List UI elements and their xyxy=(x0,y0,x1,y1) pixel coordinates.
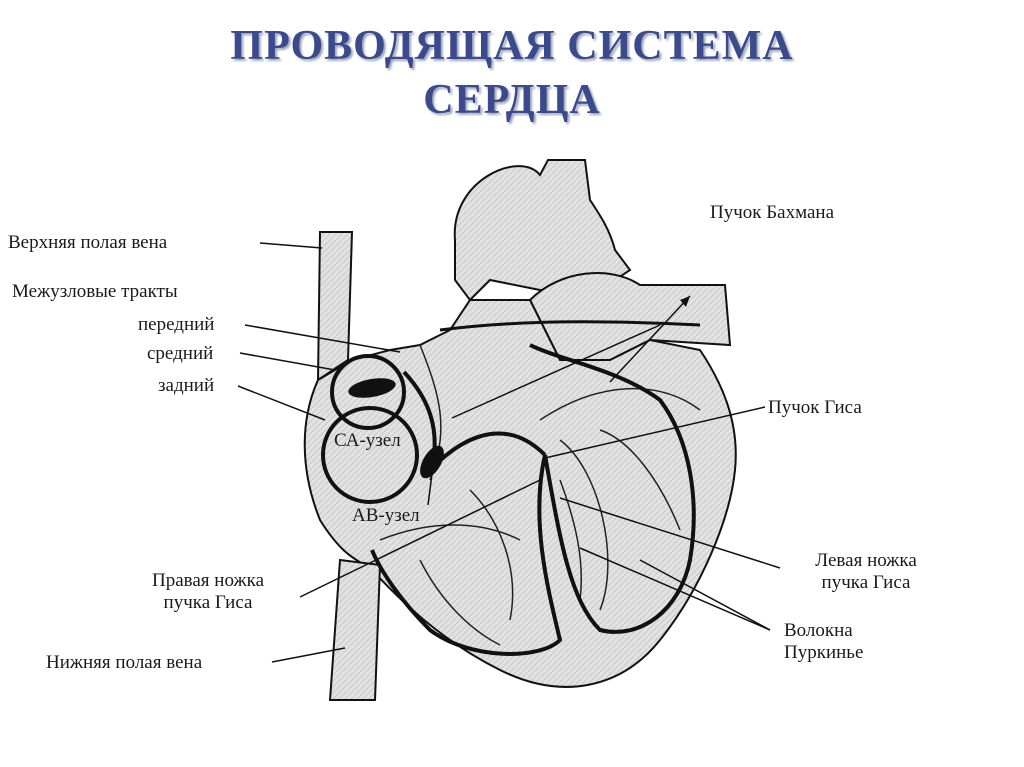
label-anterior-tract: передний xyxy=(138,314,215,335)
label-purkinje-line-1: Волокна xyxy=(784,620,853,641)
av-node-shape xyxy=(420,445,444,479)
label-sa-node: СА-узел xyxy=(334,430,401,451)
internodal-tract-loop-lower xyxy=(321,406,419,504)
diagram-title-line-1: ПРОВОДЯЩАЯ СИСТЕМА xyxy=(230,23,794,69)
label-purkinje-fibers: Волокна Пуркинье xyxy=(784,620,863,664)
aorta-shape xyxy=(453,159,632,302)
sa-node-shape xyxy=(348,378,396,398)
conduction-system xyxy=(321,320,701,656)
his-bundle-path xyxy=(430,431,547,470)
label-right-bundle-line-2: пучка Гиса xyxy=(163,592,253,613)
label-left-bundle-line-2: пучка Гиса xyxy=(821,572,911,593)
bachmann-arrowhead xyxy=(680,296,690,307)
label-av-node: АВ-узел xyxy=(352,505,420,526)
label-inferior-vena-cava: Нижняя полая вена xyxy=(46,652,203,673)
right-bundle-branch-path xyxy=(370,454,563,656)
inferior-vena-cava-shape xyxy=(328,558,382,701)
label-right-bundle-branch: Правая ножка пучка Гиса xyxy=(138,570,278,614)
label-right-bundle-line-1: Правая ножка xyxy=(152,570,264,591)
bachmann-bundle-path xyxy=(439,320,701,332)
heart-body-shape xyxy=(303,299,737,688)
heart-anatomy xyxy=(303,159,737,701)
label-internodal-tracts: Межузловые тракты xyxy=(12,281,178,302)
left-bundle-branch-path xyxy=(529,343,696,634)
label-left-bundle-line-1: Левая ножка xyxy=(815,550,917,571)
label-bachmann-bundle: Пучок Бахмана xyxy=(710,202,835,223)
leader-lines xyxy=(237,242,781,663)
label-middle-tract: средний xyxy=(147,343,214,364)
internodal-tract-loop-upper xyxy=(330,354,406,430)
diagram-title-line-2: СЕРДЦА xyxy=(423,77,601,123)
label-his-bundle: Пучок Гиса xyxy=(768,397,862,418)
label-left-bundle-branch: Левая ножка пучка Гиса xyxy=(786,550,946,594)
superior-vena-cava-shape xyxy=(316,231,354,382)
label-posterior-tract: задний xyxy=(158,375,215,396)
label-purkinje-line-2: Пуркинье xyxy=(784,642,864,663)
label-superior-vena-cava: Верхняя полая вена xyxy=(8,232,168,253)
pulmonary-trunk-shape xyxy=(528,272,732,361)
